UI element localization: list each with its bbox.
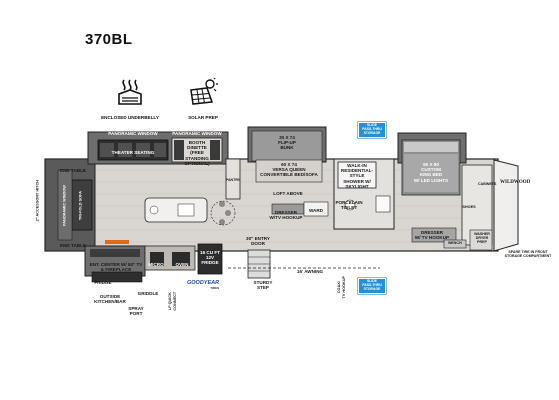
shower-shape xyxy=(337,161,377,189)
accessory-hitch-label: 2" ACCESSORY HITCH xyxy=(35,179,40,222)
underbelly-heat-icon xyxy=(118,79,142,105)
goodyear-text: GOODYEAR xyxy=(187,280,220,286)
outdoor-fridge-label: FRIDGE xyxy=(94,280,112,285)
flip-up-bunk-label: 30 X 74 FLIP-UP BUNK xyxy=(278,135,296,151)
fridge-12v-label: 16 CU FT 12V FRIDGE xyxy=(200,250,220,266)
slide-storage-badge-top: SLIDE PASS-THRU STORAGE xyxy=(358,122,386,138)
loft-above-label: LOFT ABOVE xyxy=(273,191,303,196)
fridge-shape xyxy=(197,243,223,275)
wardrobe-label: WARD xyxy=(308,208,324,213)
pantry-label: PANTRY xyxy=(225,178,241,182)
washer-dryer-label: WASHER DRYER PREP xyxy=(474,232,490,245)
entry-door-swing xyxy=(210,200,236,226)
bench-label: BENCH xyxy=(448,241,462,245)
porcelain-toilet-label: PORCELAIN TOILET xyxy=(335,200,363,211)
convertible-bed-label: 60 X 74 VERSA QUEEN CONVERTIBLE BED/SOFA xyxy=(260,162,318,178)
goodyear-logo: GOODYEAR TIRES xyxy=(187,280,219,290)
end-table-bottom-label: END TABLE xyxy=(60,243,86,248)
walk-in-shower-label: WALK-IN RESIDENTIAL-STYLE SHOWER W/ SKYL… xyxy=(340,163,374,189)
entry-door-label: 30" ENTRY DOOR xyxy=(246,236,270,247)
solar-panel-icon xyxy=(190,78,218,105)
tri-fold-sofa-label: TRI-FOLD SOFA xyxy=(78,191,83,221)
storage-note-label: SPARE TIRE IN FRONT STORAGE COMPARTMENT xyxy=(504,250,552,259)
sturdy-step-label: STURDY STEP xyxy=(253,280,273,291)
panoramic-window-rear-label: PANORAMIC WINDOW xyxy=(62,185,67,227)
panoramic-window-label-2: PANORAMIC WINDOW xyxy=(172,131,222,136)
coax-tv-hookup-label: COAX/ TV HOOKUP xyxy=(336,275,346,299)
model-name: 370BL xyxy=(85,31,133,48)
goodyear-sub: TIRES xyxy=(210,286,220,290)
cabinets-label: CABINETS xyxy=(478,182,497,186)
pantry-shape xyxy=(225,158,241,200)
brand-label: WILDWOOD xyxy=(500,180,531,185)
ent-center-label: ENT. CENTER W/ 50" TV & FIREPLACE xyxy=(89,262,143,273)
panoramic-window-label-1: PANORAMIC WINDOW xyxy=(108,131,158,136)
slide-storage-badge-bottom: SLIDE PASS-THRU STORAGE xyxy=(358,278,386,294)
booth-dinette-label: BOOTH DINETTE (FREE STANDING OPTIONAL) xyxy=(184,140,210,166)
dresser-tv-right-label: DRESSER W/ TV HOOKUP xyxy=(414,230,450,241)
outside-kitchen-label: OUTSIDE KITCHEN/BAR xyxy=(94,294,126,305)
dresser-tv-left-label: DRESSER W/TV HOOKUP xyxy=(269,210,303,221)
theater-seating-label: THEATER SEATING xyxy=(111,150,155,155)
shoes-label: SHOES xyxy=(462,205,476,209)
end-table-top-label: END TABLE xyxy=(60,168,86,173)
griddle-label: GRIDDLE xyxy=(137,291,159,296)
lp-quick-connect-label: LP QUICK CONNECT xyxy=(167,291,177,311)
theater-seating-shape xyxy=(97,139,169,161)
spray-port-label: SPRAY PORT xyxy=(128,306,144,317)
oven-label: OVEN xyxy=(175,262,189,267)
outside-kitchen-shape xyxy=(91,271,143,283)
awning-label: 16' AWNING xyxy=(296,269,324,274)
king-bed-label: 60 X 80 CUSTOM KING BED W/ LED LIGHTS xyxy=(413,162,449,183)
micro-label: MICRO xyxy=(148,262,164,267)
convertible-bed-shape xyxy=(255,159,323,183)
